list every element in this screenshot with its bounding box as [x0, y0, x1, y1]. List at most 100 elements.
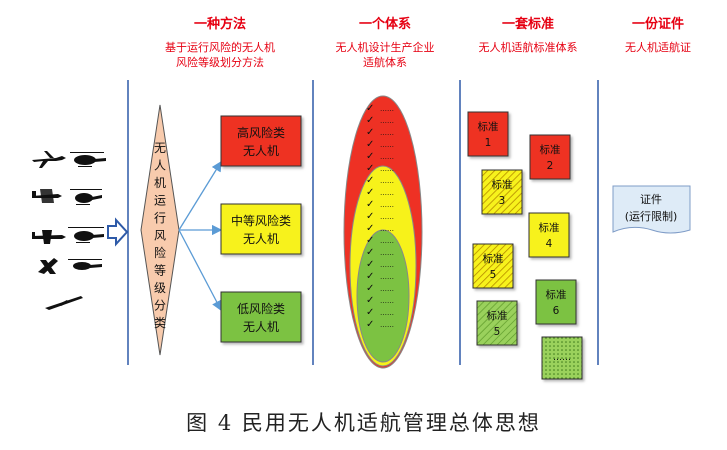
- checklist-item: ……: [380, 105, 394, 113]
- heading-certificate-sub1: 无人机适航证: [625, 40, 691, 54]
- checklist-item: ……: [380, 285, 394, 293]
- heading-system-sub2: 适航体系: [363, 55, 407, 69]
- svg-text:标准: 标准: [478, 121, 499, 133]
- diamond-char: 无: [154, 141, 166, 155]
- check-icon: ✓: [366, 151, 374, 162]
- diamond-char: 分: [154, 299, 166, 313]
- light-aircraft-icon: [32, 230, 66, 244]
- standard-box-5-low: 标准 5: [476, 300, 518, 346]
- svg-text:5: 5: [490, 269, 497, 281]
- checklist-item: ……: [380, 213, 394, 221]
- column-headings: 一种方法 基于运行风险的无人机 风险等级划分方法 一个体系 无人机设计生产企业 …: [165, 16, 691, 69]
- standard-box-1: 标准 1: [467, 111, 509, 157]
- diamond-char: 级: [154, 281, 166, 295]
- diamond-char: 类: [154, 316, 166, 330]
- check-icon: ✓: [366, 199, 374, 210]
- checklist-item: ……: [380, 141, 394, 149]
- check-icon: ✓: [366, 103, 374, 114]
- propeller-plane-icon: [32, 189, 62, 203]
- svg-text:1: 1: [485, 137, 492, 149]
- diamond-char: 险: [154, 245, 166, 260]
- svg-text:标准: 标准: [540, 144, 561, 156]
- check-icon: ✓: [366, 295, 374, 306]
- heading-method-title: 一种方法: [194, 16, 246, 32]
- risk-box-high: 高风险类 无人机: [220, 115, 302, 167]
- heading-certificate-title: 一份证件: [632, 16, 684, 32]
- check-icon: ✓: [366, 307, 374, 318]
- heading-system-title: 一个体系: [359, 16, 411, 32]
- diamond-char: 行: [154, 211, 166, 225]
- check-icon: ✓: [366, 247, 374, 258]
- airliner-icon: [32, 151, 66, 168]
- helicopter-icon: [68, 227, 104, 243]
- helicopter-icon: [68, 259, 102, 270]
- checklist-item: ……: [380, 249, 394, 257]
- aircraft-silhouettes: [32, 151, 106, 310]
- check-icon: ✓: [366, 223, 374, 234]
- helicopter-icon: [70, 189, 102, 205]
- svg-text:无人机: 无人机: [243, 232, 279, 246]
- checklist-item: ……: [380, 273, 394, 281]
- svg-text:2: 2: [547, 160, 554, 172]
- checklist-item: ……: [380, 201, 394, 209]
- diamond-char: 人: [154, 159, 166, 173]
- svg-text:标准: 标准: [539, 222, 560, 234]
- svg-text:4: 4: [546, 238, 553, 250]
- check-icon: ✓: [366, 163, 374, 174]
- svg-text:……: ……: [553, 353, 571, 363]
- heading-method-sub2: 风险等级划分方法: [176, 55, 264, 69]
- heading-system-sub1: 无人机设计生产企业: [336, 40, 435, 54]
- checklist-item: ……: [380, 177, 394, 185]
- checklist-item: ……: [380, 225, 394, 233]
- standard-box-6: 标准 6: [535, 279, 577, 325]
- standard-box-5-medium: 标准 5: [472, 243, 514, 289]
- checklist-item: ……: [380, 321, 394, 329]
- checklist-item: ……: [380, 309, 394, 317]
- diamond-char: 风: [154, 229, 166, 243]
- svg-text:标准: 标准: [492, 179, 513, 191]
- ellipse-low: [356, 229, 410, 363]
- svg-text:无人机: 无人机: [243, 320, 279, 334]
- check-icon: ✓: [366, 175, 374, 186]
- diamond-char: 运: [154, 194, 166, 208]
- svg-text:无人机: 无人机: [243, 144, 279, 158]
- svg-text:6: 6: [553, 305, 560, 317]
- risk-box-low: 低风险类 无人机: [220, 291, 302, 343]
- check-icon: ✓: [366, 271, 374, 282]
- checklist-item: ……: [380, 129, 394, 137]
- checklist-item: ……: [380, 237, 394, 245]
- heading-standards-sub1: 无人机适航标准体系: [479, 40, 578, 54]
- risk-box-medium: 中等风险类 无人机: [220, 203, 302, 255]
- heading-method-sub1: 基于运行风险的无人机: [165, 40, 275, 54]
- svg-text:高风险类: 高风险类: [237, 125, 285, 140]
- checklist-item: ……: [380, 189, 394, 197]
- standard-box-3: 标准 3: [481, 169, 523, 215]
- check-icon: ✓: [366, 211, 374, 222]
- svg-text:证件: 证件: [640, 193, 662, 206]
- check-icon: ✓: [366, 115, 374, 126]
- system-checklist: ✓ …… ✓ …… ✓ …… ✓ …… ✓ …… ✓ …… ✓ …… ✓ …… ✓ …… ✓ …… ✓ …… ✓ …… ✓ …… ✓…: [366, 103, 394, 330]
- checklist-item: ……: [380, 165, 394, 173]
- svg-text:标准: 标准: [487, 310, 508, 322]
- checklist-item: ……: [380, 153, 394, 161]
- system-ellipses: [343, 95, 423, 369]
- standard-box-4: 标准 4: [528, 212, 570, 258]
- check-icon: ✓: [366, 139, 374, 150]
- svg-text:3: 3: [499, 195, 506, 207]
- check-icon: ✓: [366, 127, 374, 138]
- svg-text:5: 5: [494, 326, 501, 338]
- diamond-char: 机: [154, 176, 166, 190]
- fixed-wing-drone-icon: [38, 258, 58, 274]
- helicopter-icon: [70, 152, 106, 167]
- checklist-item: ……: [380, 117, 394, 125]
- check-icon: ✓: [366, 259, 374, 270]
- check-icon: ✓: [366, 319, 374, 330]
- checklist-item: ……: [380, 261, 394, 269]
- figure-caption: 图 4 民用无人机适航管理总体思想: [186, 411, 541, 435]
- checklist-item: ……: [380, 297, 394, 305]
- input-arrow-icon: [107, 217, 129, 247]
- svg-text:标准: 标准: [483, 253, 504, 265]
- column-dividers: [127, 80, 599, 365]
- glider-icon: [45, 296, 83, 310]
